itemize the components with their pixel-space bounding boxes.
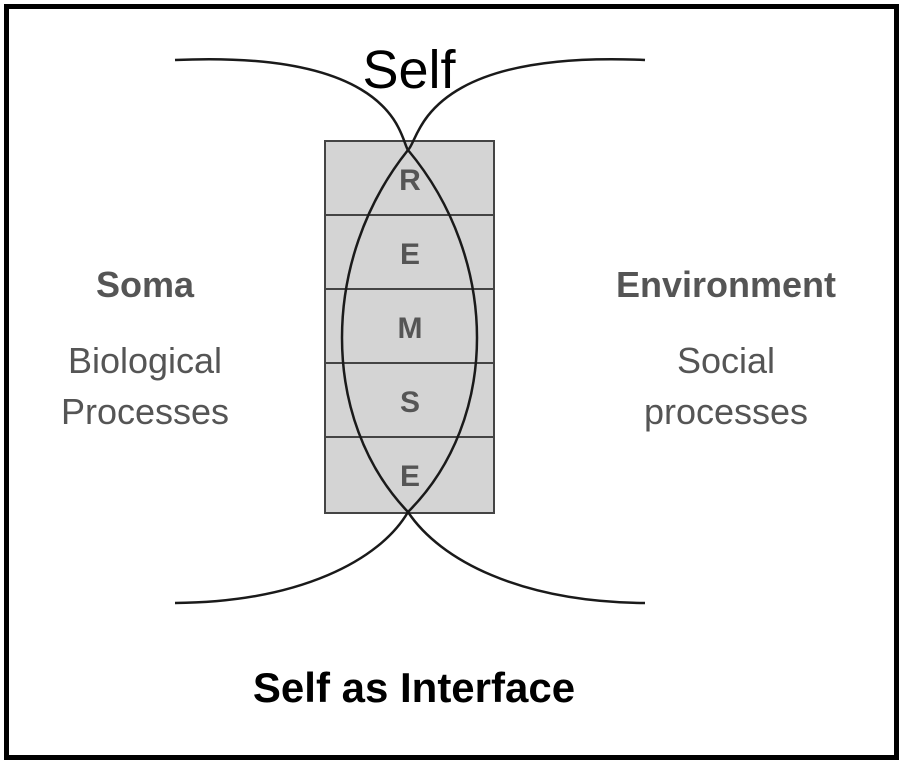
layer-letter: S: [400, 386, 420, 419]
environment-line2: processes: [644, 391, 808, 432]
environment-heading: Environment: [616, 264, 836, 305]
remse-letters: R E M S E: [398, 164, 423, 493]
soma-line2: Processes: [61, 391, 229, 432]
left-arc: [174, 57, 410, 605]
layer-box-m: [324, 288, 495, 364]
layer-letter: R: [399, 164, 421, 197]
layer-box-e2: [324, 436, 495, 514]
right-arc: [406, 57, 646, 605]
environment-line1: Social: [677, 340, 775, 381]
layer-box-e1: [324, 214, 495, 290]
diagram-title: Self: [362, 40, 456, 100]
layer-letter: M: [398, 312, 423, 345]
diagram-caption: Self as Interface: [253, 664, 575, 711]
layer-letter: E: [400, 238, 420, 271]
soma-heading: Soma: [96, 264, 195, 305]
layer-letter: E: [400, 460, 420, 493]
interface-arcs: [174, 57, 646, 605]
remse-stack: [324, 140, 495, 514]
soma-line1: Biological: [68, 340, 222, 381]
